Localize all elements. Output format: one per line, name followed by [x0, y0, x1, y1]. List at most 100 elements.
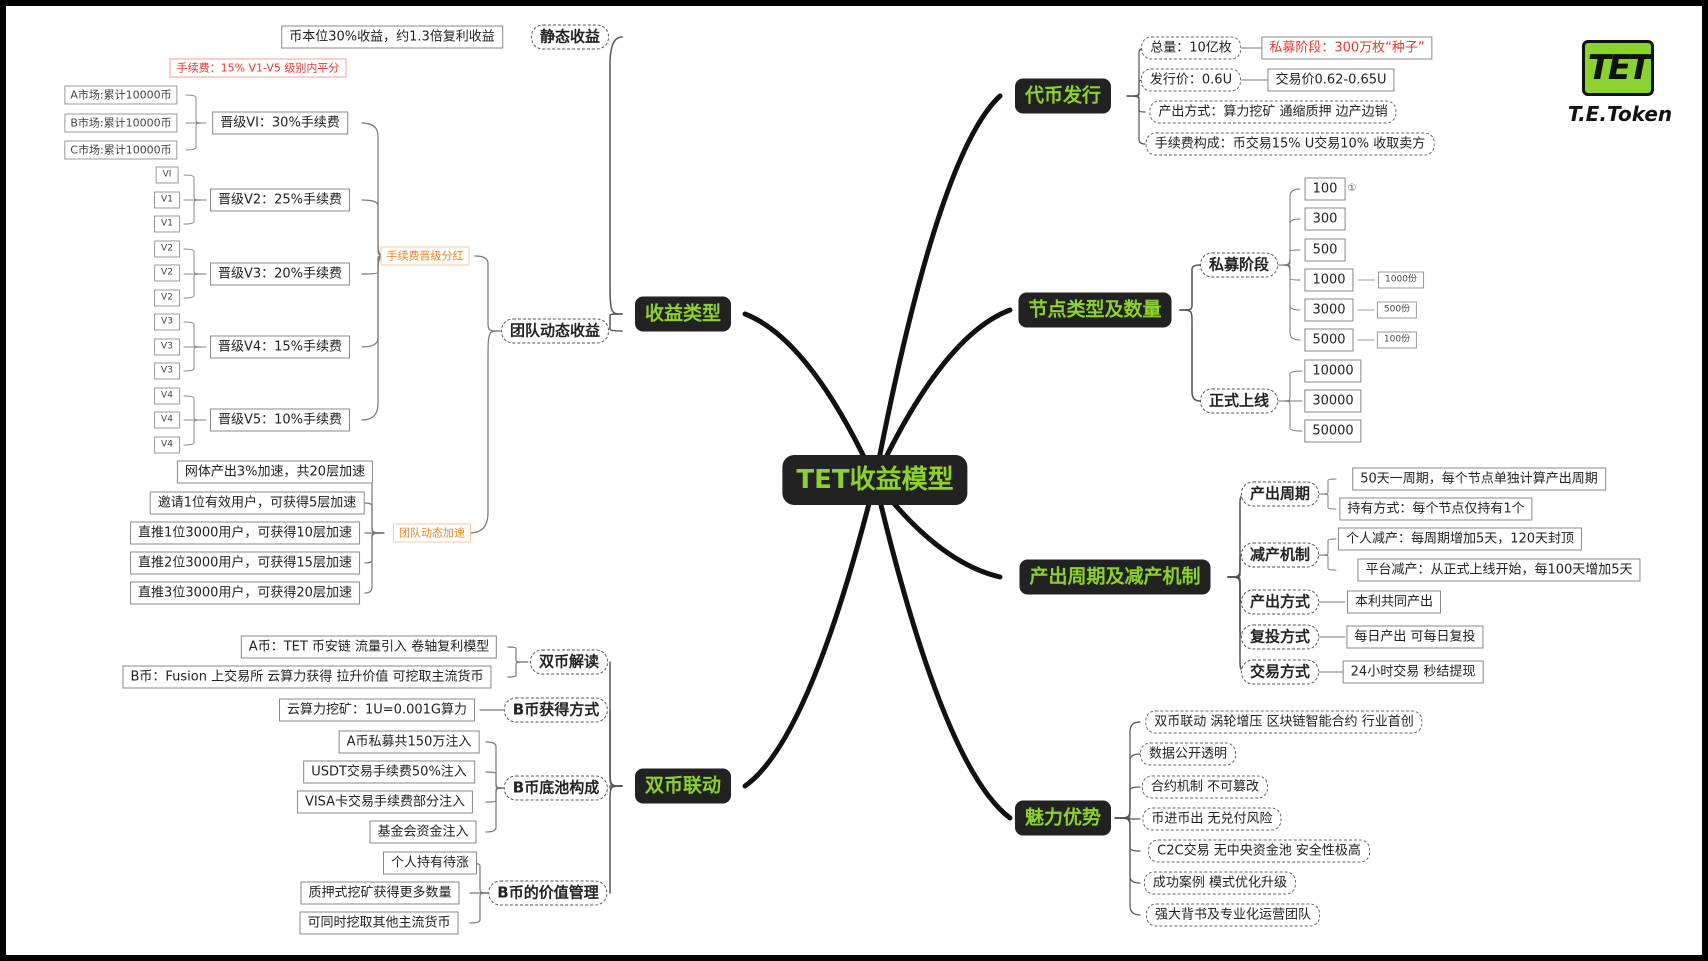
connector — [485, 787, 509, 833]
dual-item: A币：TET 币安链 流量引入 卷轴复利模型 — [240, 635, 498, 659]
connector — [183, 248, 207, 275]
cycle-item: 50天一周期，每个节点单独计算产出周期 — [1352, 467, 1606, 491]
connector — [1277, 188, 1301, 266]
connector — [185, 94, 207, 124]
level-node[interactable]: 晋级VI：30%手续费 — [212, 111, 348, 135]
brand-name: T.E.Token — [1567, 102, 1673, 126]
level-node[interactable]: 晋级V2：25%手续费 — [209, 188, 351, 212]
private-value: 300 — [1304, 207, 1346, 231]
connector — [1114, 786, 1141, 819]
connector — [1315, 478, 1337, 495]
launch-stage-node[interactable]: 正式上线 — [1199, 388, 1279, 414]
fee-dividend-label: 手续费晋级分红 — [380, 246, 470, 266]
branch-output-cycle[interactable]: 产出周期及减产机制 — [1019, 559, 1211, 595]
level-node[interactable]: 晋级V5：10%手续费 — [209, 408, 351, 432]
speed-item: 直推2位3000用户，可获得15层加速 — [130, 551, 360, 575]
private-value: 1000 — [1304, 268, 1354, 292]
dual-group-node[interactable]: B币的价值管理 — [488, 880, 608, 906]
connector — [469, 330, 501, 534]
connector — [183, 395, 207, 421]
connector — [742, 477, 878, 789]
connector — [609, 313, 623, 332]
level-node[interactable]: 晋级V4：15%手续费 — [209, 335, 351, 359]
root-node[interactable]: TET收益模型 — [782, 455, 968, 505]
speed-item: 邀请1位有效用户，可获得5层加速 — [149, 491, 365, 515]
connector — [1277, 370, 1303, 402]
connector — [1277, 218, 1301, 266]
dual-group-node[interactable]: B币获得方式 — [503, 697, 609, 723]
connector — [364, 532, 385, 594]
private-value: 5000 — [1304, 328, 1354, 352]
dual-group-node[interactable]: B币底池构成 — [503, 775, 609, 801]
branch-dual-coin[interactable]: 双币联动 — [634, 768, 732, 804]
level-item: V3 — [154, 338, 180, 356]
connector — [609, 661, 623, 787]
level-item: V1 — [154, 215, 180, 233]
level-item: V2 — [154, 289, 180, 307]
issuance-price: 发行价：0.6U — [1140, 68, 1242, 92]
connector — [183, 321, 207, 348]
advantage-item: 币进币出 无兑付风险 — [1142, 807, 1282, 831]
cycle-group-node[interactable]: 产出方式 — [1240, 589, 1320, 615]
private-seed-note: 私募阶段：300万枚“种子” — [1261, 36, 1433, 60]
dual-item: USDT交易手续费50%注入 — [303, 760, 475, 784]
private-stage-node[interactable]: 私募阶段 — [1199, 252, 1279, 278]
level-item: A市场:累计10000币 — [64, 85, 178, 105]
static-earnings-node[interactable]: 静态收益 — [530, 24, 610, 50]
connector — [1277, 400, 1303, 432]
connector — [1315, 538, 1337, 556]
node-count: 500份 — [1376, 301, 1418, 319]
level-node[interactable]: 晋级V3：20%手续费 — [209, 262, 351, 286]
connector — [609, 709, 623, 787]
speed-item: 网体产出3%加速，共20层加速 — [176, 460, 374, 484]
dual-item: 基金会资金注入 — [369, 820, 477, 844]
connector — [474, 255, 501, 332]
connector — [872, 307, 1013, 483]
connector — [1315, 554, 1337, 571]
connector — [872, 477, 1013, 821]
issuance-output: 产出方式：算力挖矿 通缩质押 边产边销 — [1149, 100, 1397, 124]
connector — [185, 122, 207, 151]
connector — [1114, 817, 1141, 852]
connector — [1114, 753, 1141, 819]
advantage-item: 成功案例 模式优化升级 — [1143, 871, 1297, 895]
cycle-item: 个人减产：每周期增加5天，120天封顶 — [1337, 527, 1583, 551]
level-item: V1 — [154, 191, 180, 209]
connector — [183, 174, 207, 201]
connector — [1126, 95, 1146, 145]
connector — [609, 36, 623, 315]
dual-item: VISA卡交易手续费部分注入 — [296, 790, 474, 814]
connector — [364, 532, 385, 564]
speed-item: 直推1位3000用户，可获得10层加速 — [130, 521, 360, 545]
branch-advantages[interactable]: 魅力优势 — [1014, 800, 1112, 836]
connector — [1277, 264, 1301, 311]
connector — [183, 273, 207, 299]
dual-item: 可同时挖取其他主流货币 — [299, 911, 459, 935]
branch-issuance[interactable]: 代币发行 — [1014, 78, 1112, 114]
connector — [1227, 493, 1246, 578]
dual-group-node[interactable]: 双币解读 — [529, 649, 609, 675]
connector — [1114, 817, 1141, 916]
connector — [1315, 493, 1337, 510]
connector — [361, 255, 391, 421]
connector — [364, 502, 385, 534]
cycle-group-node[interactable]: 复投方式 — [1240, 624, 1320, 650]
connector — [1227, 576, 1246, 673]
cycle-group-node[interactable]: 交易方式 — [1240, 659, 1320, 685]
private-value: 3000 — [1304, 298, 1354, 322]
level-item: V4 — [154, 411, 180, 429]
team-earnings-node[interactable]: 团队动态收益 — [500, 318, 610, 344]
dual-item: 云算力挖矿：1U=0.001G算力 — [279, 698, 475, 722]
cycle-group-node[interactable]: 产出周期 — [1240, 481, 1320, 507]
fee-note: 手续费：15% V1-V5 级别内平分 — [169, 58, 347, 78]
cycle-group-node[interactable]: 减产机制 — [1240, 542, 1320, 568]
node-count: 1000份 — [1378, 271, 1424, 289]
cycle-item: 每日产出 可每日复投 — [1346, 625, 1484, 649]
level-item: C市场:累计10000币 — [64, 140, 178, 160]
branch-earnings[interactable]: 收益类型 — [634, 296, 732, 332]
branch-node-types[interactable]: 节点类型及数量 — [1018, 292, 1172, 328]
private-value: 100 — [1304, 177, 1346, 201]
level-item: V2 — [154, 264, 180, 282]
cycle-item: 持有方式：每个节点仅持有1个 — [1339, 497, 1533, 521]
